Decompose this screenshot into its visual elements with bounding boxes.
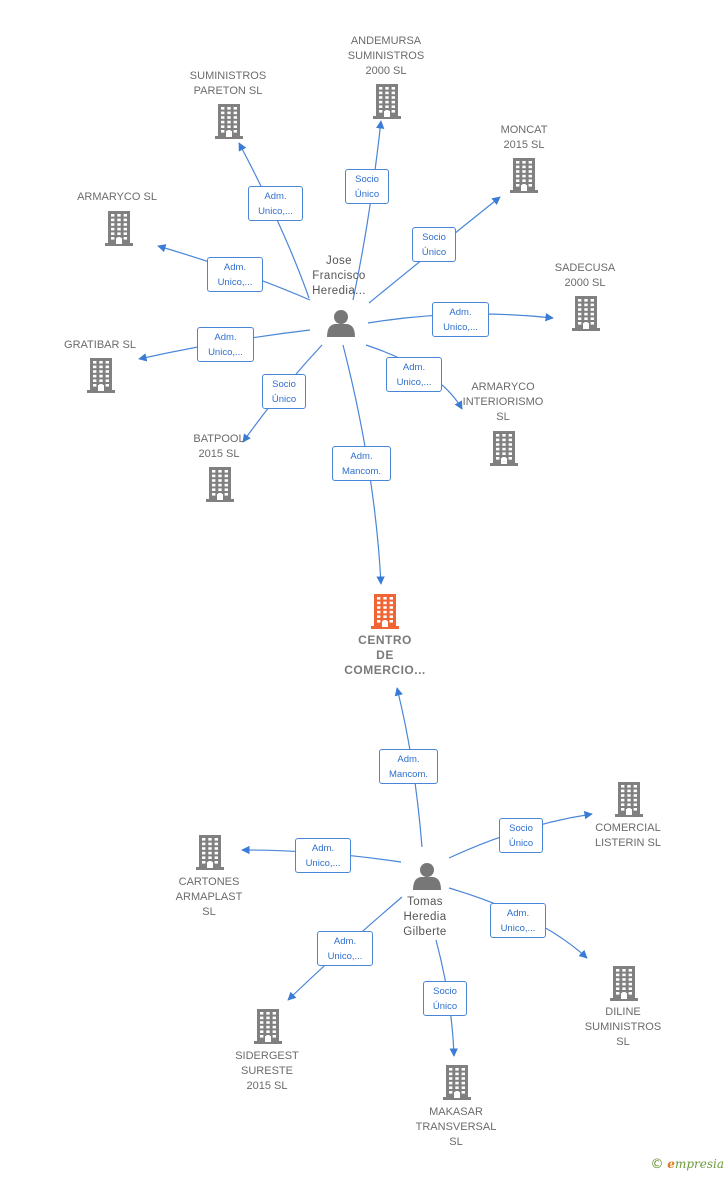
node-label-batpool[interactable]: BATPOOL 2015 SL xyxy=(193,433,245,460)
building-icon-gratibar xyxy=(87,358,115,393)
node-label-moncat[interactable]: MONCAT 2015 SL xyxy=(500,124,548,151)
edge-jose-to-pareton xyxy=(238,142,310,299)
edge-label-tomas-to-comercial: Socio Único xyxy=(499,818,543,853)
edge-label-jose-to-centro: Adm. Mancom. xyxy=(332,446,391,481)
building-icon-cartones xyxy=(196,835,224,870)
edge-label-tomas-to-makasar: Socio Único xyxy=(423,981,467,1016)
node-label-sidergest[interactable]: SIDERGEST SURESTE 2015 SL xyxy=(235,1050,299,1092)
node-label-centro[interactable]: CENTRO DE COMERCIO... xyxy=(344,633,426,677)
empresia-watermark: © empresia xyxy=(650,1157,724,1172)
edge-label-jose-to-armaryco: Adm. Unico,... xyxy=(207,257,263,292)
building-icon-centro xyxy=(371,594,399,629)
building-icon-sadecusa xyxy=(572,296,600,331)
edge-label-jose-to-armaryco_int: Adm. Unico,... xyxy=(386,357,442,392)
building-icon-armaryco_int xyxy=(490,431,518,466)
building-icon-comercial xyxy=(615,782,643,817)
edge-label-tomas-to-sidergest: Adm. Unico,... xyxy=(317,931,373,966)
edge-label-jose-to-andemursa: Socio Único xyxy=(345,169,389,204)
node-label-tomas[interactable]: Tomas Heredia Gilberte xyxy=(403,896,447,938)
node-label-andemursa[interactable]: ANDEMURSA SUMINISTROS 2000 SL xyxy=(347,35,425,77)
edge-jose-to-andemursa xyxy=(352,120,385,301)
building-icon-makasar xyxy=(443,1065,471,1100)
brand-initial: e xyxy=(667,1157,675,1171)
copyright-icon: © xyxy=(650,1157,664,1172)
building-icon-armaryco xyxy=(105,211,133,246)
node-label-pareton[interactable]: SUMINISTROS PARETON SL xyxy=(189,70,267,97)
building-icon-diline xyxy=(610,966,638,1001)
edge-label-jose-to-sadecusa: Adm. Unico,... xyxy=(432,302,489,337)
node-label-cartones[interactable]: CARTONES ARMAPLAST SL xyxy=(175,876,243,918)
person-icon-jose xyxy=(327,310,355,337)
node-label-jose[interactable]: Jose Francisco Heredia... xyxy=(312,255,366,297)
edge-label-tomas-to-cartones: Adm. Unico,... xyxy=(295,838,351,873)
node-label-sadecusa[interactable]: SADECUSA 2000 SL xyxy=(554,262,616,289)
building-icon-pareton xyxy=(215,104,243,139)
edge-label-tomas-to-diline: Adm. Unico,... xyxy=(490,903,546,938)
node-label-armaryco_int[interactable]: ARMARYCO INTERIORISMO SL xyxy=(462,381,544,423)
node-label-gratibar[interactable]: GRATIBAR SL xyxy=(64,339,136,351)
brand-name: mpresia xyxy=(674,1157,724,1171)
node-label-armaryco[interactable]: ARMARYCO SL xyxy=(77,191,157,203)
edge-label-jose-to-pareton: Adm. Unico,... xyxy=(248,186,303,221)
building-icon-andemursa xyxy=(373,84,401,119)
node-label-comercial[interactable]: COMERCIAL LISTERIN SL xyxy=(594,822,662,849)
node-label-makasar[interactable]: MAKASAR TRANSVERSAL SL xyxy=(415,1106,497,1148)
node-label-diline[interactable]: DILINE SUMINISTROS SL xyxy=(584,1006,662,1048)
edge-label-jose-to-batpool: Socio Único xyxy=(262,374,306,409)
building-icon-batpool xyxy=(206,467,234,502)
person-icon-tomas xyxy=(413,863,441,890)
edge-label-jose-to-moncat: Socio Único xyxy=(412,227,456,262)
edge-label-jose-to-gratibar: Adm. Unico,... xyxy=(197,327,254,362)
building-icon-sidergest xyxy=(254,1009,282,1044)
edge-label-tomas-to-centro: Adm. Mancom. xyxy=(379,749,438,784)
building-icon-moncat xyxy=(510,158,538,193)
